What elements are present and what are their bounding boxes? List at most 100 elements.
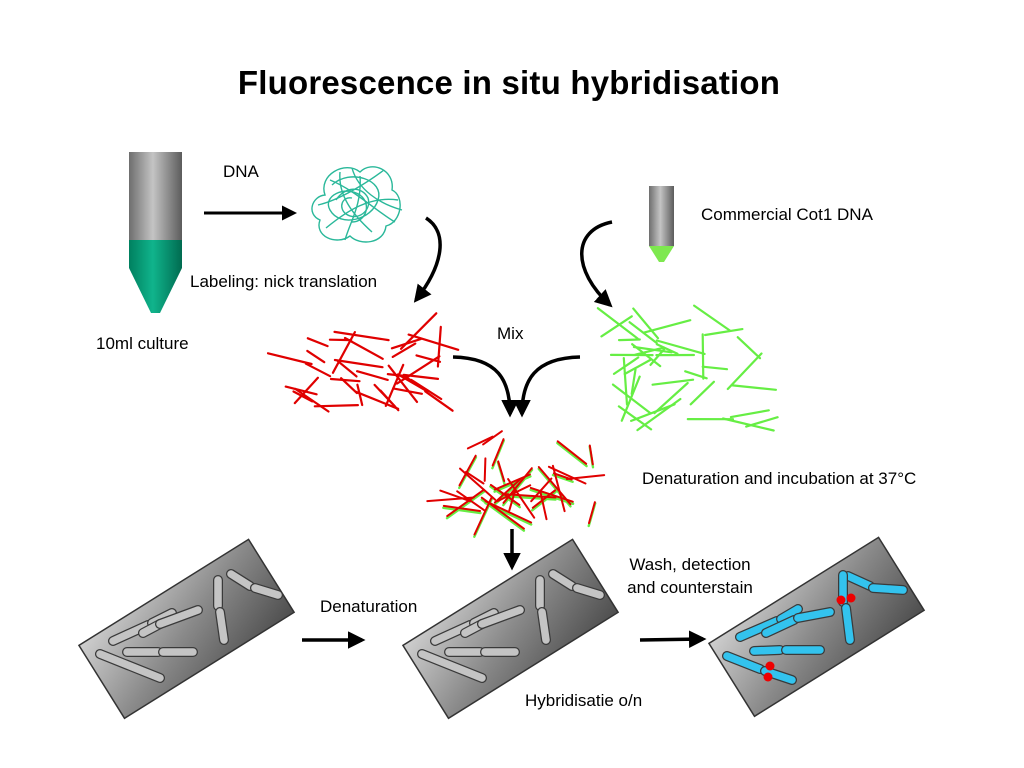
red-fragment [354, 390, 400, 410]
mixed-red-fragment [494, 473, 531, 491]
denaturation-incubation-label: Denaturation and incubation at 37°C [642, 469, 917, 488]
red-fragment [387, 364, 419, 403]
mix-arrow-left [452, 355, 519, 418]
mixed-fragments-red [426, 430, 606, 536]
green-fragment [721, 417, 775, 432]
red-fragment [356, 383, 364, 407]
red-fragment [373, 383, 396, 408]
arrow-cot1-to-fragments [580, 220, 613, 308]
blue-chromosome [842, 604, 854, 644]
green-fragment [653, 381, 689, 415]
red-fragment [292, 390, 314, 403]
mixed-red-fragment [551, 464, 566, 513]
mixed-red-fragment [473, 496, 493, 536]
gray-chromosome [478, 606, 524, 628]
arrow-dna-to-labeling [413, 216, 442, 303]
green-fragment [736, 336, 762, 360]
blue-chromosome [844, 572, 874, 590]
mixed-green-fragment [445, 490, 486, 520]
mixed-fragments-green [442, 439, 597, 538]
chromosomes-gray-middle [417, 569, 605, 683]
green-fragment [703, 328, 744, 337]
mix-label: Mix [497, 324, 524, 343]
wash-label-line2: and counterstain [627, 578, 753, 597]
green-fragment [620, 375, 641, 422]
gray-chromosome [96, 650, 164, 682]
slide-left [77, 538, 296, 720]
gray-chromosome [251, 584, 282, 599]
mixed-red-fragment [442, 504, 481, 512]
green-fragment [649, 347, 666, 366]
mixed-red-fragment [508, 488, 517, 512]
gray-chromosome [216, 608, 228, 644]
blue-chromosome [762, 616, 798, 637]
green-fragment [632, 307, 660, 340]
green-fragment [701, 365, 729, 371]
green-fragment [617, 405, 653, 431]
red-fragment [333, 330, 390, 342]
chromosomes-gray-left [95, 569, 283, 683]
mixed-red-fragment [456, 490, 486, 512]
mixed-green-fragment [442, 506, 482, 515]
culture-label: 10ml culture [96, 334, 189, 353]
gray-chromosome [109, 621, 152, 645]
mixed-red-fragment [529, 486, 574, 503]
red-fragment [399, 312, 438, 350]
gray-chromosome [156, 606, 202, 628]
arrow-wash [639, 630, 707, 648]
gray-chromosome [418, 650, 486, 682]
gray-chromosome [573, 584, 604, 599]
green-fragment [655, 343, 679, 355]
gray-chromosome [227, 570, 254, 590]
culture-tube-icon [129, 152, 182, 313]
mixed-red-fragment [547, 465, 587, 485]
green-fragment [651, 378, 695, 386]
red-fragment [336, 359, 358, 378]
green-fragment [596, 307, 639, 340]
red-fragment [391, 342, 417, 358]
hybridisatie-label: Hybridisatie o/n [525, 691, 643, 710]
hybridisation-signals [763, 593, 856, 682]
chromosomes-blue-right [722, 570, 908, 685]
green-fragment [729, 409, 770, 419]
gray-chromosome [538, 608, 550, 644]
red-fragment [293, 376, 319, 405]
green-fragment [692, 304, 732, 332]
green-fragment [623, 358, 652, 376]
mixed-red-fragment [539, 491, 548, 521]
blue-chromosome [869, 584, 907, 594]
red-fragment [333, 358, 384, 369]
red-fragment [340, 377, 358, 395]
green-fragment [617, 338, 641, 342]
red-fragment [343, 336, 384, 360]
red-fragment [306, 349, 326, 364]
green-fragment [655, 339, 706, 355]
green-fragment [726, 352, 763, 391]
blue-chromosome [750, 646, 784, 655]
red-probe-fragments [266, 312, 460, 413]
mixed-red-fragment [530, 477, 553, 503]
mixed-red-fragment [458, 454, 477, 487]
green-fragment [612, 356, 640, 375]
mixed-green-fragment [501, 494, 557, 501]
red-fragment [284, 385, 318, 396]
mixed-red-fragment [446, 488, 485, 518]
blue-chromosome [736, 617, 781, 641]
dna-label: DNA [223, 162, 259, 181]
mixed-red-fragment [507, 478, 536, 519]
green-fragment [689, 380, 716, 406]
red-fragment [395, 355, 441, 385]
green-cot1-fragments [596, 304, 779, 432]
mixed-green-fragment [556, 441, 588, 468]
red-fragment [384, 363, 405, 407]
blue-chromosome [761, 667, 796, 684]
green-fragment [629, 403, 676, 422]
mixed-red-fragment [459, 467, 497, 501]
cot1-tube-icon [649, 186, 674, 262]
red-fragment [329, 377, 361, 383]
blue-chromosome [723, 652, 764, 673]
gray-chromosome [431, 621, 474, 645]
mixed-red-fragment [466, 435, 494, 450]
